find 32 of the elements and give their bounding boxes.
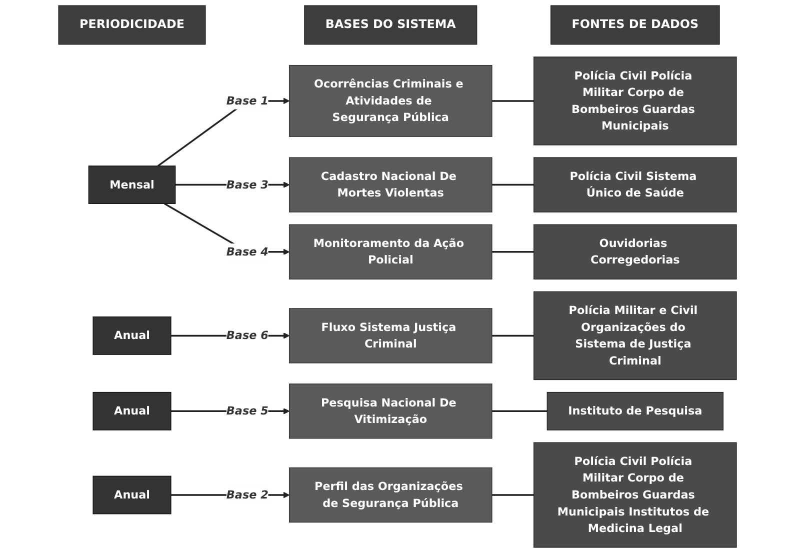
connector [492,184,534,186]
connector [492,494,534,496]
node-box [304,5,478,45]
node-box [288,308,492,364]
edge-label: Base 5 [226,404,268,418]
node-box [533,291,737,380]
node-box [533,442,737,548]
node-box [288,467,492,523]
node-box [288,384,492,439]
node-box [533,56,737,146]
node-box [288,157,492,212]
edge-label: Base 1 [226,94,268,108]
connector [492,251,534,253]
node-box [288,224,492,280]
node-box [92,316,172,355]
node-box [288,64,492,137]
edge-label: Base 6 [226,328,268,342]
edge-label: Base 4 [226,244,268,258]
connector [492,410,548,412]
node-box [92,392,172,430]
node-box [533,157,737,212]
flow-diagram: Base 1 Base 3 Base 4 Base 6 Base 5 Base 2 PERIODICIDADE BASES DO SISTEMA FONTES DE DADOS Mensal Ocorrências Criminais e Atividades de Segurança Pública Polícia Civil Polícia Militar Corpo de Bombeiros Guardas Municipais Cadastro Nacional De Mortes Violentas Polícia Civil Sistema Único de Saúde Monitoramento da Ação Policial Ouvidorias Corregedorias Anual Fluxo Sistema Justiça Criminal Polícia Militar e Civil Organizações do Sistema de Justiça Criminal Anual Pesquisa Nacional De Vitimização Instituto de Pesquisa Anual Perfil das Organizações de Segurança Pública Polícia Civil Polícia Militar Corpo de Bombeiros Guardas Municipais Institutos de Medicina Legal [52,0,742,553]
node-box [550,5,720,45]
connector [492,100,534,102]
node-box [546,392,724,430]
node-box [88,166,176,204]
node-box [92,476,172,514]
edge-label: Base 2 [226,488,268,502]
edge-label: Base 3 [226,178,268,192]
node-box [58,5,206,45]
node-box [533,224,737,280]
connector [492,334,534,337]
